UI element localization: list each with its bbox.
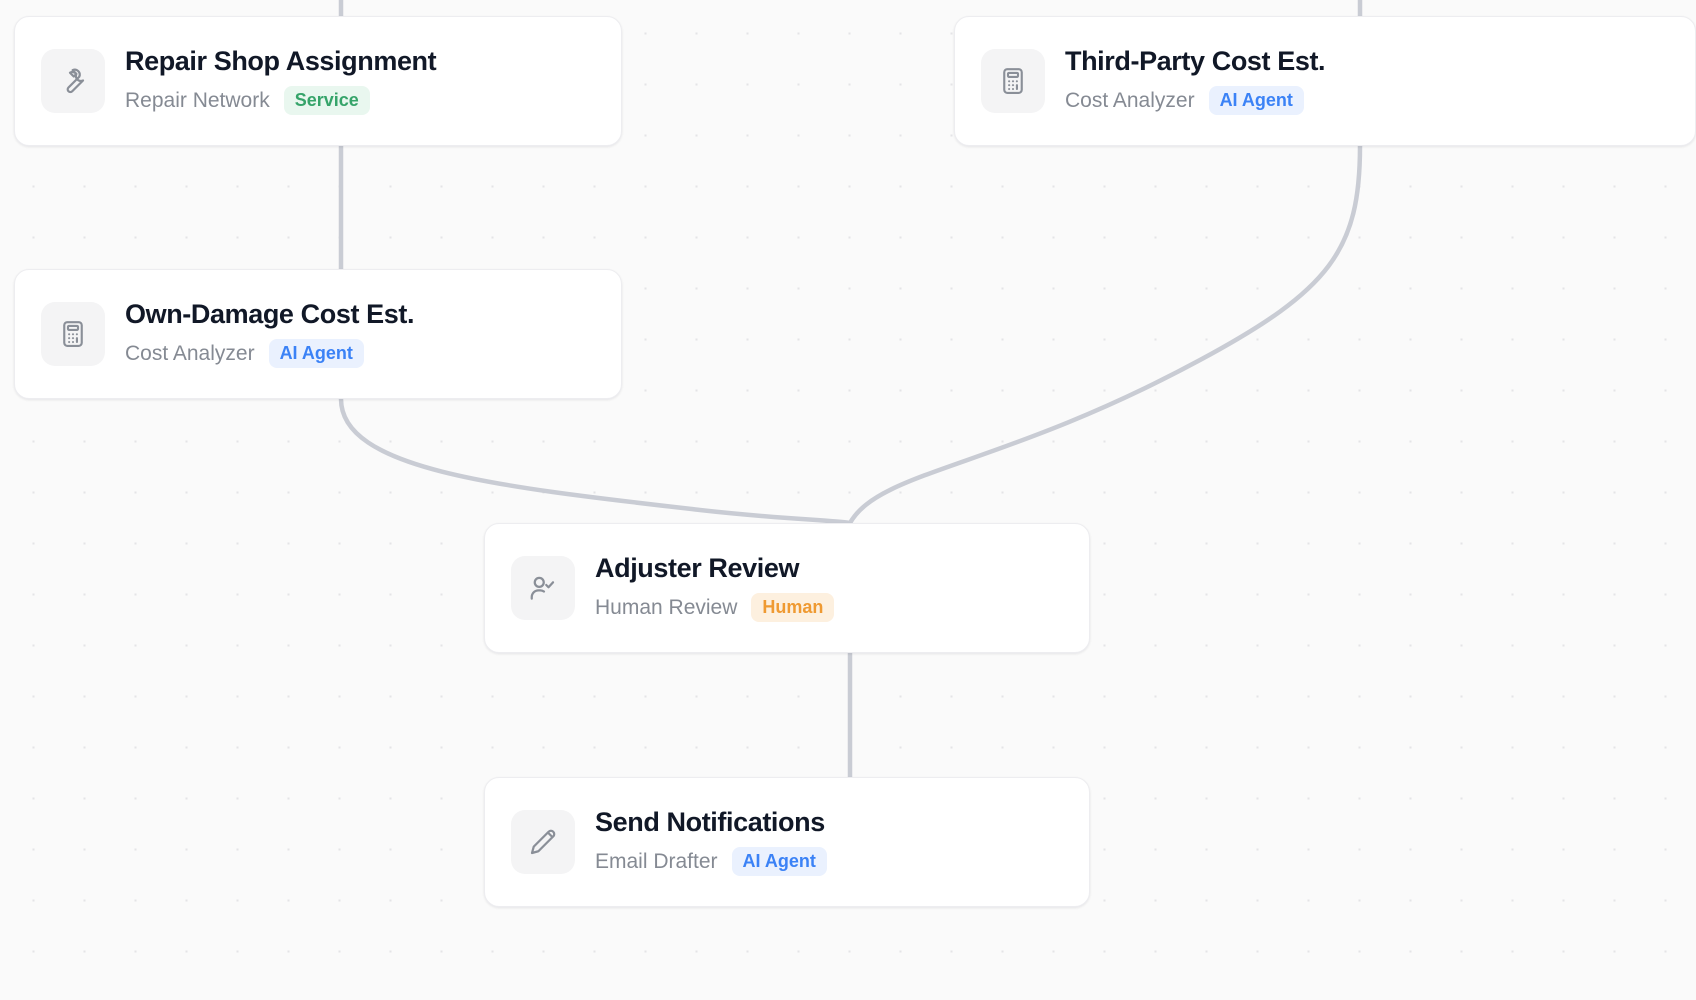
node-badge: AI Agent — [731, 846, 827, 876]
node-title: Third-Party Cost Est. — [1065, 46, 1326, 77]
node-subtitle: Cost Analyzer — [1065, 88, 1195, 112]
workflow-node-send-notifications[interactable]: Send Notifications Email Drafter AI Agen… — [484, 777, 1090, 907]
node-content: Repair Shop Assignment Repair Network Se… — [125, 46, 437, 115]
workflow-node-repair-shop-assignment[interactable]: Repair Shop Assignment Repair Network Se… — [14, 16, 622, 146]
node-badge: Service — [283, 85, 370, 115]
calculator-icon — [41, 302, 105, 366]
node-meta-row: Human Review Human — [595, 592, 835, 622]
node-title: Own-Damage Cost Est. — [125, 299, 415, 330]
workflow-node-adjuster-review[interactable]: Adjuster Review Human Review Human — [484, 523, 1090, 653]
node-content: Third-Party Cost Est. Cost Analyzer AI A… — [1065, 46, 1326, 115]
node-subtitle: Email Drafter — [595, 849, 718, 873]
node-badge: AI Agent — [268, 338, 364, 368]
node-badge: AI Agent — [1208, 85, 1304, 115]
node-badge: Human — [751, 592, 835, 622]
node-title: Send Notifications — [595, 807, 825, 838]
calculator-icon — [981, 49, 1045, 113]
user-check-icon — [511, 556, 575, 620]
node-subtitle: Repair Network — [125, 88, 270, 112]
node-title: Adjuster Review — [595, 553, 800, 584]
node-content: Send Notifications Email Drafter AI Agen… — [595, 807, 827, 876]
node-meta-row: Email Drafter AI Agent — [595, 846, 827, 876]
workflow-node-third-party-cost-est[interactable]: Third-Party Cost Est. Cost Analyzer AI A… — [954, 16, 1696, 146]
node-meta-row: Cost Analyzer AI Agent — [1065, 85, 1325, 115]
pen-icon — [511, 810, 575, 874]
node-content: Own-Damage Cost Est. Cost Analyzer AI Ag… — [125, 299, 415, 368]
node-title: Repair Shop Assignment — [125, 46, 437, 77]
wrench-icon — [41, 49, 105, 113]
node-meta-row: Cost Analyzer AI Agent — [125, 338, 414, 368]
workflow-node-own-damage-cost-est[interactable]: Own-Damage Cost Est. Cost Analyzer AI Ag… — [14, 269, 622, 399]
node-subtitle: Human Review — [595, 595, 738, 619]
node-subtitle: Cost Analyzer — [125, 341, 255, 365]
node-content: Adjuster Review Human Review Human — [595, 553, 835, 622]
edge-third-party-to-adjuster-review — [848, 145, 1363, 525]
edge-own-damage-to-adjuster-review — [338, 398, 851, 526]
node-meta-row: Repair Network Service — [125, 85, 436, 115]
